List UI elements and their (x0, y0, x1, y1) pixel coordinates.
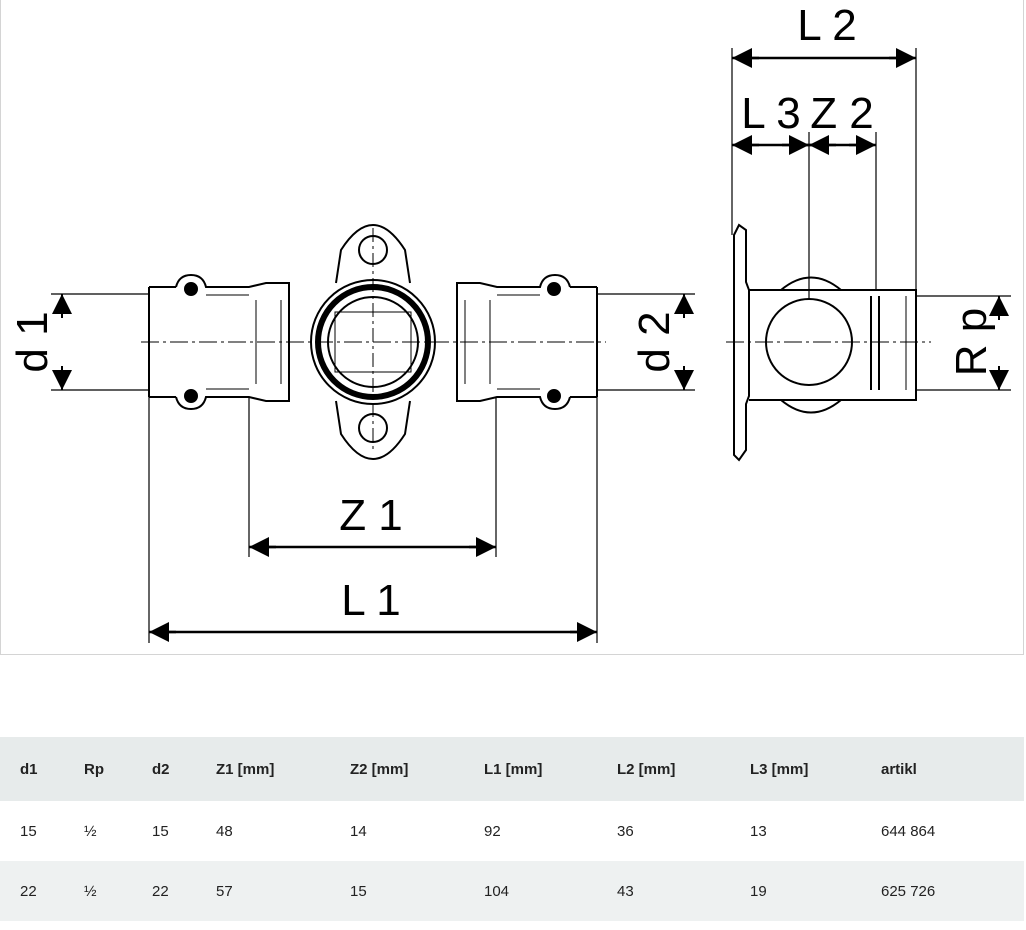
table-cell: 92 (484, 822, 501, 840)
wall-plate (733, 223, 750, 462)
right-socket-edge (570, 286, 598, 398)
left-socket-edge (148, 286, 176, 398)
dimension-table-wrap: d1 Rp d2 Z1 [mm] Z2 [mm] L1 [mm] L2 [mm]… (0, 737, 1024, 921)
table-cell: 36 (617, 822, 634, 840)
flange-top (335, 224, 411, 284)
side-boss (780, 276, 842, 414)
label-z1: Z 1 (339, 491, 403, 540)
column-header: L1 [mm] (484, 760, 543, 778)
outlet-thread (327, 296, 419, 388)
column-header: L2 [mm] (617, 760, 676, 778)
front-view (141, 224, 606, 460)
o-ring (547, 389, 561, 403)
table-cell: 22 (152, 882, 169, 900)
o-ring (547, 282, 561, 296)
table-row: 15 ½ 15 48 14 92 36 13 644 864 (0, 801, 1024, 861)
table-cell: 57 (216, 882, 233, 900)
table-row: 22 ½ 22 57 15 104 43 19 625 726 (0, 861, 1024, 921)
table-cell: 13 (750, 822, 767, 840)
outlet-ring (315, 284, 431, 400)
table-header-row: d1 Rp d2 Z1 [mm] Z2 [mm] L1 [mm] L2 [mm]… (0, 737, 1024, 801)
table-cell: 104 (484, 882, 510, 900)
label-rp: R p (947, 308, 996, 376)
label-l3: L 3 (741, 89, 801, 138)
table-cell: 43 (617, 882, 634, 900)
table-cell: 19 (750, 882, 767, 900)
side-dimensions (731, 48, 1011, 391)
table-cell: 15 (350, 882, 367, 900)
column-header: Rp (84, 760, 104, 778)
label-d2: d 2 (630, 311, 679, 372)
table-cell: 48 (216, 822, 233, 840)
column-header: Z1 [mm] (216, 760, 275, 778)
table-cell: ½ (84, 882, 97, 900)
side-view (726, 223, 931, 462)
table-cell: 625 726 (881, 882, 936, 900)
label-l2: L 2 (797, 1, 857, 50)
front-dimensions (51, 293, 695, 643)
side-body (749, 289, 917, 401)
label-l1: L 1 (341, 576, 401, 625)
table-cell: 22 (20, 882, 37, 900)
flange-bottom (335, 400, 411, 460)
right-socket-body (456, 273, 571, 411)
left-socket-body (175, 273, 290, 411)
o-ring (184, 282, 198, 296)
table-cell: 14 (350, 822, 367, 840)
column-header: d1 (20, 760, 38, 778)
technical-drawing: d 1 d 2 R p Z 1 L 1 L 2 L 3 Z 2 (0, 0, 1024, 655)
column-header: artikl (881, 760, 917, 778)
table-cell: 15 (20, 822, 37, 840)
column-header: Z2 [mm] (350, 760, 409, 778)
dimension-table: d1 Rp d2 Z1 [mm] Z2 [mm] L1 [mm] L2 [mm]… (0, 737, 1024, 921)
table-cell: 15 (152, 822, 169, 840)
column-header: d2 (152, 760, 170, 778)
table-cell: 644 864 (881, 822, 936, 840)
drawing-canvas: d 1 d 2 R p Z 1 L 1 L 2 L 3 Z 2 (8, 1, 1011, 643)
outlet-outer (310, 279, 436, 405)
label-z2: Z 2 (810, 89, 874, 138)
column-header: L3 [mm] (750, 760, 809, 778)
label-d1: d 1 (8, 311, 57, 372)
o-ring (184, 389, 198, 403)
table-cell: ½ (84, 822, 97, 840)
